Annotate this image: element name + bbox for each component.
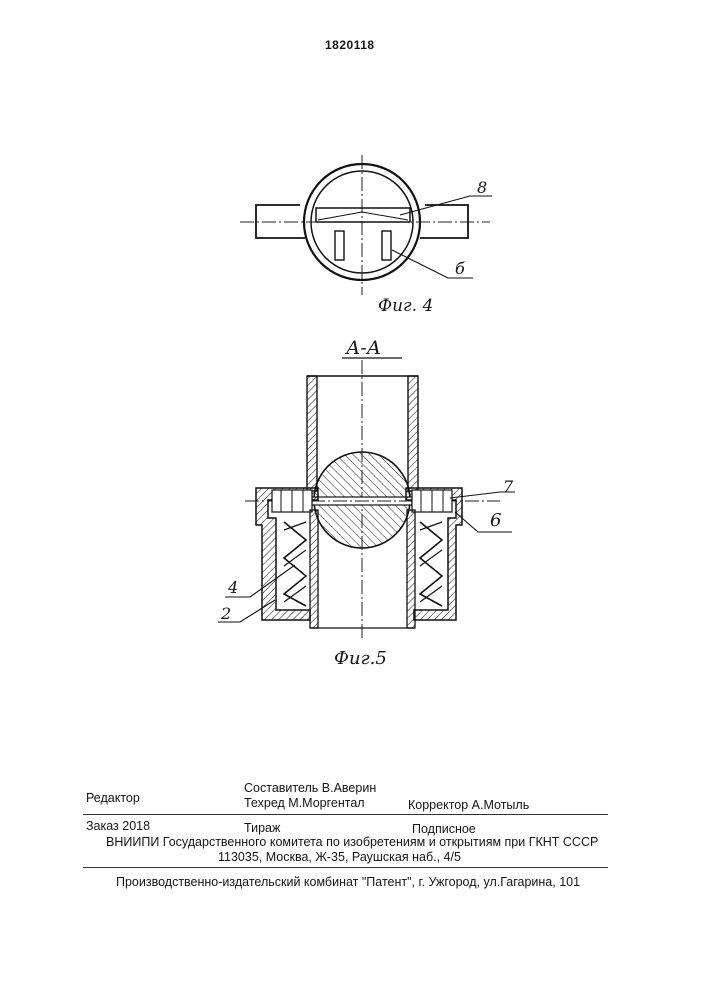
editor: Редактор <box>86 791 140 805</box>
address: 113035, Москва, Ж-35, Раушская наб., 4/5 <box>218 850 461 864</box>
publisher: Производственно-издательский комбинат "П… <box>116 875 580 889</box>
divider-bottom <box>83 867 608 868</box>
fig5-label-2: 2 <box>221 604 231 623</box>
circulation: Тираж <box>244 821 280 835</box>
fig5-pipe-wall-left <box>307 376 317 491</box>
fig5-pipe-wall-right <box>408 376 418 491</box>
fig5-label-6: 6 <box>490 510 501 531</box>
compiler: Составитель В.Аверин <box>244 781 376 795</box>
order: Заказ 2018 <box>86 819 150 833</box>
subscription: Подписное <box>412 822 476 836</box>
fig5-lower-wall-right <box>407 510 415 628</box>
fig5-label-7: 7 <box>503 477 513 496</box>
fig5-caption: Фиг.5 <box>334 648 387 669</box>
fig5-lower-wall-left <box>310 510 318 628</box>
fig5-leader-6 <box>455 512 512 532</box>
institute: ВНИИПИ Государственного комитета по изоб… <box>106 835 598 849</box>
corrector: Корректор А.Мотыль <box>408 798 529 812</box>
divider-top <box>83 814 608 815</box>
techred: Техред М.Моргентал <box>244 796 365 810</box>
fig5-label-4: 4 <box>228 578 238 597</box>
